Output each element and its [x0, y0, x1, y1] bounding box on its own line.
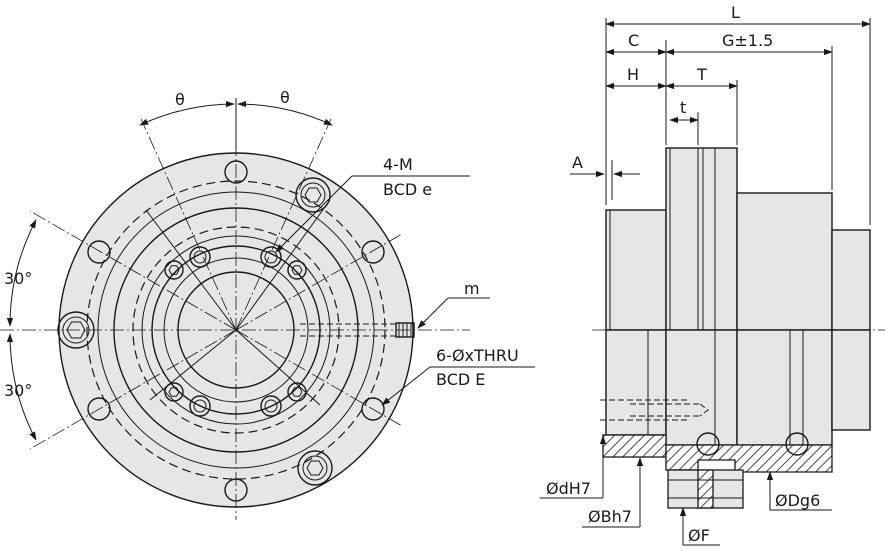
- dim-H-label: H: [627, 65, 639, 84]
- thru-hole: [87, 397, 111, 421]
- dim-t-label: t: [680, 98, 686, 117]
- flange-lower: [665, 329, 738, 446]
- tap-holes-count-label: 4-M: [383, 155, 413, 174]
- radial-line: [235, 118, 332, 331]
- socket-head: [297, 450, 333, 486]
- dim-G-label: G±1.5: [722, 31, 773, 50]
- hidden-bolt: [600, 399, 709, 421]
- thru-hole: [87, 240, 111, 264]
- hatch-left: [602, 434, 667, 458]
- tapped-hole: [260, 395, 282, 417]
- radial-line: [149, 329, 237, 401]
- tap-holes-bcd-label: BCD e: [383, 180, 432, 199]
- tapped-holes: [164, 246, 307, 417]
- tapped-hole-small: [287, 382, 307, 402]
- dia-d-label: ØdH7: [546, 479, 591, 498]
- body-mid: [736, 192, 833, 331]
- tapped-hole: [260, 246, 282, 268]
- tapped-hole-small: [164, 382, 184, 402]
- thru-hole: [361, 397, 385, 421]
- leader-m: [417, 297, 449, 329]
- radial-line: [235, 329, 403, 427]
- dim-A-label: A: [572, 153, 583, 172]
- angle-30-top-label: 30°: [4, 269, 32, 288]
- radial-line: [145, 209, 237, 331]
- dim-C-label: C: [628, 31, 639, 50]
- theta-left-label: θ: [175, 90, 185, 109]
- dia-D-label: ØDg6: [775, 491, 820, 510]
- thru-hole: [361, 240, 385, 264]
- radial-line: [235, 233, 403, 331]
- thru-hole: [224, 478, 248, 502]
- tapped-hole-small: [164, 260, 184, 280]
- theta-right-arc: [237, 100, 333, 126]
- radial-line: [235, 199, 331, 331]
- thread-label: m: [464, 279, 480, 298]
- socket-head: [57, 311, 95, 349]
- dia-B-label: ØBh7: [588, 507, 632, 526]
- nut-insert: [697, 469, 714, 509]
- theta-right-label: θ: [280, 88, 290, 107]
- tapped-hole: [189, 246, 211, 268]
- tapped-hole: [189, 395, 211, 417]
- radial-line: [29, 329, 237, 450]
- hub-left-lower: [605, 329, 667, 436]
- angle-30-top-arc: [6, 219, 37, 327]
- angle-30-bottom-label: 30°: [4, 381, 32, 400]
- shaft-right: [831, 229, 871, 331]
- ball: [696, 432, 720, 456]
- radial-line: [140, 118, 237, 331]
- side-view: L C G±1.5 H T t A ØdH7 ØBh7 ØF ØDg6: [540, 3, 885, 546]
- hub-left: [605, 209, 667, 331]
- body-mid-lower: [736, 329, 833, 446]
- socket-head: [295, 177, 331, 213]
- leader-4M: [275, 175, 353, 253]
- leader-6x: [381, 366, 431, 406]
- thru-holes-bcd-label: BCD E: [436, 370, 485, 389]
- tapped-hole-small: [287, 260, 307, 280]
- dim-L-label: L: [731, 3, 740, 22]
- thru-holes-count-label: 6-ØxTHRU: [436, 346, 519, 365]
- thru-hole: [224, 160, 248, 184]
- thru-holes: [87, 160, 385, 502]
- radial-line: [29, 210, 237, 331]
- dim-T-label: T: [696, 65, 707, 84]
- angle-30-bottom-arc: [6, 333, 37, 441]
- thread-port: [300, 322, 415, 338]
- shaft-right-lower: [831, 329, 871, 431]
- front-view: θ θ 30° 30° 4-M BCD e m 6-ØxTHRU BCD E: [0, 88, 535, 520]
- ball: [785, 432, 809, 456]
- flange-section: [665, 147, 738, 331]
- dia-F-label: ØF: [688, 526, 710, 545]
- theta-left-arc: [139, 100, 235, 126]
